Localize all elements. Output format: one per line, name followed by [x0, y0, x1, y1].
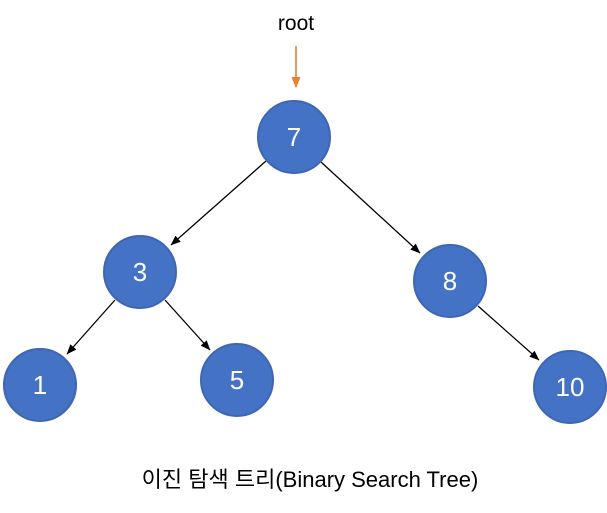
edge-7-3 — [170, 160, 267, 246]
node-value: 8 — [442, 265, 458, 296]
caption: 이진 탐색 트리(Binary Search Tree) — [141, 467, 479, 492]
edge-8-10 — [477, 305, 540, 361]
tree-node-8: 8 — [413, 244, 487, 318]
node-value: 10 — [555, 371, 585, 402]
tree-node-7: 7 — [257, 100, 331, 174]
root-label: root — [277, 12, 315, 35]
tree-node-3: 3 — [103, 235, 177, 309]
tree-node-10: 10 — [533, 350, 607, 424]
tree-node-5: 5 — [200, 343, 274, 417]
edge-3-5 — [164, 299, 211, 351]
edge-7-8 — [320, 161, 421, 254]
node-value: 3 — [132, 256, 148, 287]
tree-node-1: 1 — [3, 348, 77, 422]
node-value: 7 — [286, 121, 302, 152]
edge-3-1 — [66, 299, 116, 355]
node-value: 1 — [32, 369, 48, 400]
node-value: 5 — [229, 364, 245, 395]
